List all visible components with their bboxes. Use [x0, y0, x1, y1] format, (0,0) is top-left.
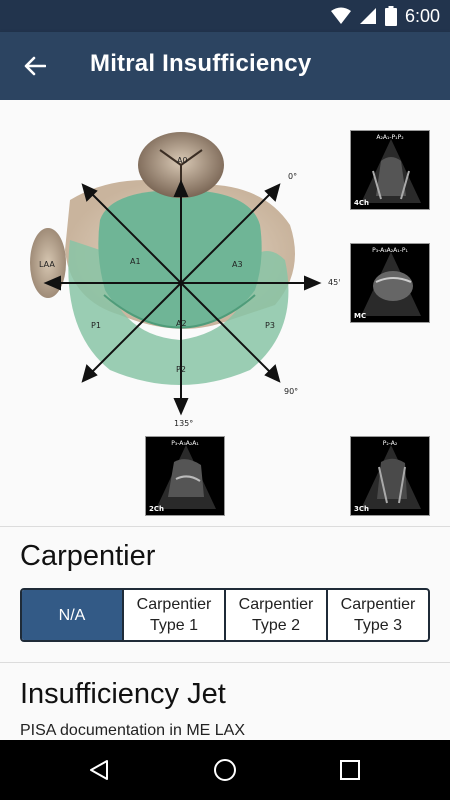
status-bar: 6:00	[0, 0, 450, 32]
pisa-note: PISA documentation in ME LAX	[20, 722, 246, 739]
label-laa: LAA	[39, 260, 55, 269]
nav-back-button[interactable]	[83, 754, 115, 786]
option-label-line1: Carpentier	[136, 596, 212, 613]
label-p2: P2	[176, 365, 186, 374]
echo-image	[361, 252, 421, 316]
signal-icon	[359, 8, 376, 24]
echo-view-3ch[interactable]: P₂-A₂ 3Ch	[350, 436, 430, 516]
option-label: N/A	[58, 606, 86, 624]
app-bar: Mitral Insufficiency	[0, 32, 450, 100]
label-a1: A1	[130, 257, 141, 266]
nav-recents-button[interactable]	[334, 754, 366, 786]
echo-view-2ch[interactable]: P₃-A₃A₂A₁ 2Ch	[145, 436, 225, 516]
carpentier-heading: Carpentier	[20, 540, 156, 572]
echo-label: MC	[354, 312, 367, 320]
echo-caption: P₃-A₃A₂A₁-P₁	[372, 247, 408, 254]
system-nav-bar	[0, 740, 450, 800]
option-label-line2: Type 1	[149, 617, 198, 634]
back-button[interactable]	[14, 46, 56, 86]
echo-label: 2Ch	[149, 505, 164, 513]
echo-label: 4Ch	[354, 199, 369, 207]
echo-caption: P₃-A₃A₂A₁	[171, 440, 199, 447]
mitral-diagram-area: A0 A1 A2 A3 P1 P2 P3 LAA 0° 45° 90° 135°…	[0, 100, 450, 526]
label-a0: A0	[177, 156, 188, 165]
angle-label-45: 45°	[328, 278, 340, 287]
status-time: 6:00	[404, 6, 440, 26]
square-recents-icon	[340, 760, 360, 780]
carpentier-option-na[interactable]: N/A	[22, 590, 122, 640]
section-divider	[0, 662, 450, 663]
page-title: Mitral Insufficiency	[90, 50, 312, 77]
echo-image	[361, 139, 421, 203]
status-icons: 6:00	[330, 6, 440, 26]
angle-label-0: 0°	[288, 172, 297, 181]
echo-caption: P₂-A₂	[382, 440, 398, 447]
echo-image	[156, 445, 216, 509]
circle-home-icon	[214, 759, 236, 781]
echo-image	[361, 445, 421, 509]
insufficiency-jet-heading: Insufficiency Jet	[20, 678, 226, 710]
wifi-icon	[330, 7, 351, 24]
mitral-valve-diagram: A0 A1 A2 A3 P1 P2 P3 LAA 0° 45° 90° 135°	[30, 132, 340, 428]
option-label-line1: Carpentier	[340, 596, 416, 613]
label-a2: A2	[176, 319, 187, 328]
nav-home-button[interactable]	[209, 754, 241, 786]
angle-label-135: 135°	[174, 419, 193, 428]
echo-view-mc[interactable]: P₃-A₃A₂A₁-P₁ MC	[350, 243, 430, 323]
echo-caption: A₂A₁-P₁P₂	[376, 134, 404, 141]
battery-icon	[384, 6, 397, 26]
imaging-plane-arrows	[43, 179, 322, 416]
echo-view-4ch[interactable]: A₂A₁-P₁P₂ 4Ch	[350, 130, 430, 210]
echo-label: 3Ch	[354, 505, 369, 513]
label-a3: A3	[232, 260, 243, 269]
angle-label-90: 90°	[284, 387, 298, 396]
option-label-line2: Type 2	[251, 617, 300, 634]
label-p1: P1	[91, 321, 101, 330]
label-p3: P3	[265, 321, 275, 330]
coaptation-line	[103, 294, 256, 329]
option-label-line2: Type 3	[353, 617, 402, 634]
posterior-leaflet	[68, 240, 289, 385]
section-divider	[0, 526, 450, 527]
triangle-back-icon	[90, 760, 108, 780]
option-label-line1: Carpentier	[238, 596, 314, 613]
arrow-left-icon	[24, 56, 46, 76]
